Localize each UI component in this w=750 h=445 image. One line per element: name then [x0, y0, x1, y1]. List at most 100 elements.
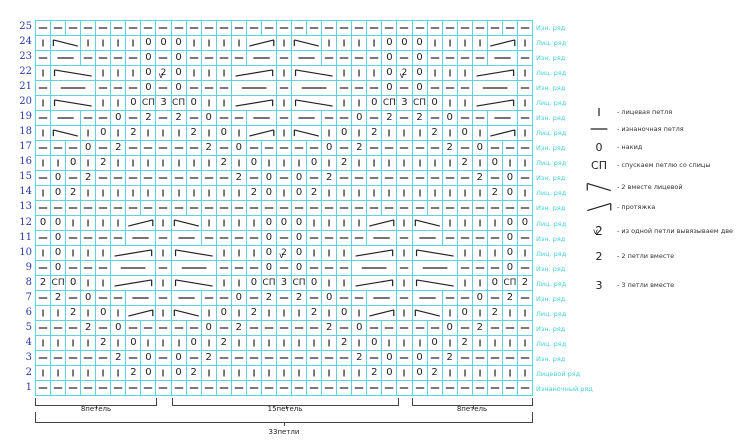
purl-stitch	[36, 21, 52, 36]
legend-label: - лицевая петля	[617, 108, 673, 116]
purl-stitch	[337, 261, 353, 276]
purl-stitch	[322, 351, 338, 366]
purl-stitch	[141, 141, 157, 156]
knit-stitch	[517, 186, 533, 201]
knit-2-together-symbol	[51, 36, 82, 51]
purl-stitch	[186, 141, 202, 156]
stitches-together: 2	[216, 336, 232, 351]
purl-stitch	[156, 141, 172, 156]
purl-stitch-icon	[585, 121, 613, 137]
purl-stitch	[81, 231, 97, 246]
purl-after-decrease	[171, 261, 217, 276]
row-side-label: Лиц. ряд	[536, 39, 567, 48]
drop-stitch: СП	[171, 96, 187, 111]
slip-decrease-symbol	[126, 216, 157, 231]
purl-stitch	[427, 351, 443, 366]
row-side-label: Лицевой ряд	[536, 369, 581, 378]
knit-stitch	[156, 186, 172, 201]
knit-stitch	[36, 336, 52, 351]
purl-stitch	[36, 291, 52, 306]
purl-stitch	[96, 141, 112, 156]
knit-stitch	[517, 156, 533, 171]
knit-stitch	[231, 276, 247, 291]
yarn-over: 0	[51, 246, 67, 261]
stitches-together: 2	[292, 291, 308, 306]
knit-stitch	[427, 36, 443, 51]
purl-stitch	[141, 171, 157, 186]
row-number: 11	[19, 231, 32, 243]
purl-stitch	[322, 21, 338, 36]
purl-stitch	[186, 111, 202, 126]
knit-stitch	[457, 96, 473, 111]
knit-stitch	[126, 36, 142, 51]
knit-stitch	[352, 216, 368, 231]
row-number: 5	[25, 321, 32, 333]
purl-after-decrease	[171, 231, 202, 246]
yarn-over: 0	[442, 111, 458, 126]
legend-item: 0- накид	[585, 139, 643, 155]
knit-stitch	[292, 306, 308, 321]
purl-stitch	[322, 111, 338, 126]
knit-stitch	[502, 336, 518, 351]
purl-stitch	[156, 321, 172, 336]
purl-stitch	[126, 351, 142, 366]
purl-stitch	[156, 381, 172, 396]
purl-stitch	[231, 231, 247, 246]
purl-stitch	[81, 111, 97, 126]
yarn-over: 0	[261, 231, 277, 246]
knit-stitch	[216, 36, 232, 51]
row-number: 14	[19, 186, 32, 198]
knit-stitch	[156, 216, 172, 231]
purl-stitch	[66, 261, 82, 276]
knit-stitch	[51, 366, 67, 381]
purl-stitch	[96, 51, 112, 66]
knit-stitch	[96, 96, 112, 111]
purl-stitch	[36, 381, 52, 396]
yarn-over: 0	[171, 66, 187, 81]
knit-stitch	[487, 216, 503, 231]
purl-stitch	[337, 231, 353, 246]
drop-stitch: СП	[261, 276, 277, 291]
knit-stitch	[81, 366, 97, 381]
brace-middle	[172, 398, 399, 409]
yarn-over: 0	[292, 171, 308, 186]
knit-stitch	[427, 156, 443, 171]
knit-stitch	[201, 156, 217, 171]
row-number: 18	[19, 126, 32, 138]
stitches-together: 2	[186, 366, 202, 381]
knit-stitch	[231, 306, 247, 321]
knit-stitch	[427, 186, 443, 201]
purl-stitch	[457, 381, 473, 396]
yarn-over: 0	[352, 111, 368, 126]
purl-stitch	[457, 111, 473, 126]
knit-stitch	[352, 126, 368, 141]
purl-stitch	[352, 291, 368, 306]
knit-stitch	[322, 366, 338, 381]
knit-stitch	[216, 276, 232, 291]
slip-decrease-icon	[585, 199, 613, 215]
knit-stitch	[307, 366, 323, 381]
yarn-over: 0	[246, 276, 262, 291]
purl-stitch	[337, 351, 353, 366]
row-side-label: Лиц. ряд	[536, 249, 567, 258]
purl-stitch	[216, 111, 232, 126]
purl-after-decrease	[367, 231, 398, 246]
purl-stitch	[36, 351, 52, 366]
stitches-together: 2	[216, 156, 232, 171]
knit-stitch	[442, 366, 458, 381]
purl-stitch	[457, 351, 473, 366]
knit-stitch	[81, 126, 97, 141]
purl-stitch	[367, 81, 383, 96]
stitches-together: 2	[337, 156, 353, 171]
knit-stitch	[36, 246, 52, 261]
knit-stitch	[201, 336, 217, 351]
yarn-over: 0	[487, 276, 503, 291]
yarn-over: 0	[51, 171, 67, 186]
purl-stitch	[442, 291, 458, 306]
knit-stitch	[457, 366, 473, 381]
purl-stitch	[382, 171, 398, 186]
purl-stitch	[412, 201, 428, 216]
knit-stitch	[216, 216, 232, 231]
knit-stitch	[472, 336, 488, 351]
purl-stitch	[201, 171, 217, 186]
